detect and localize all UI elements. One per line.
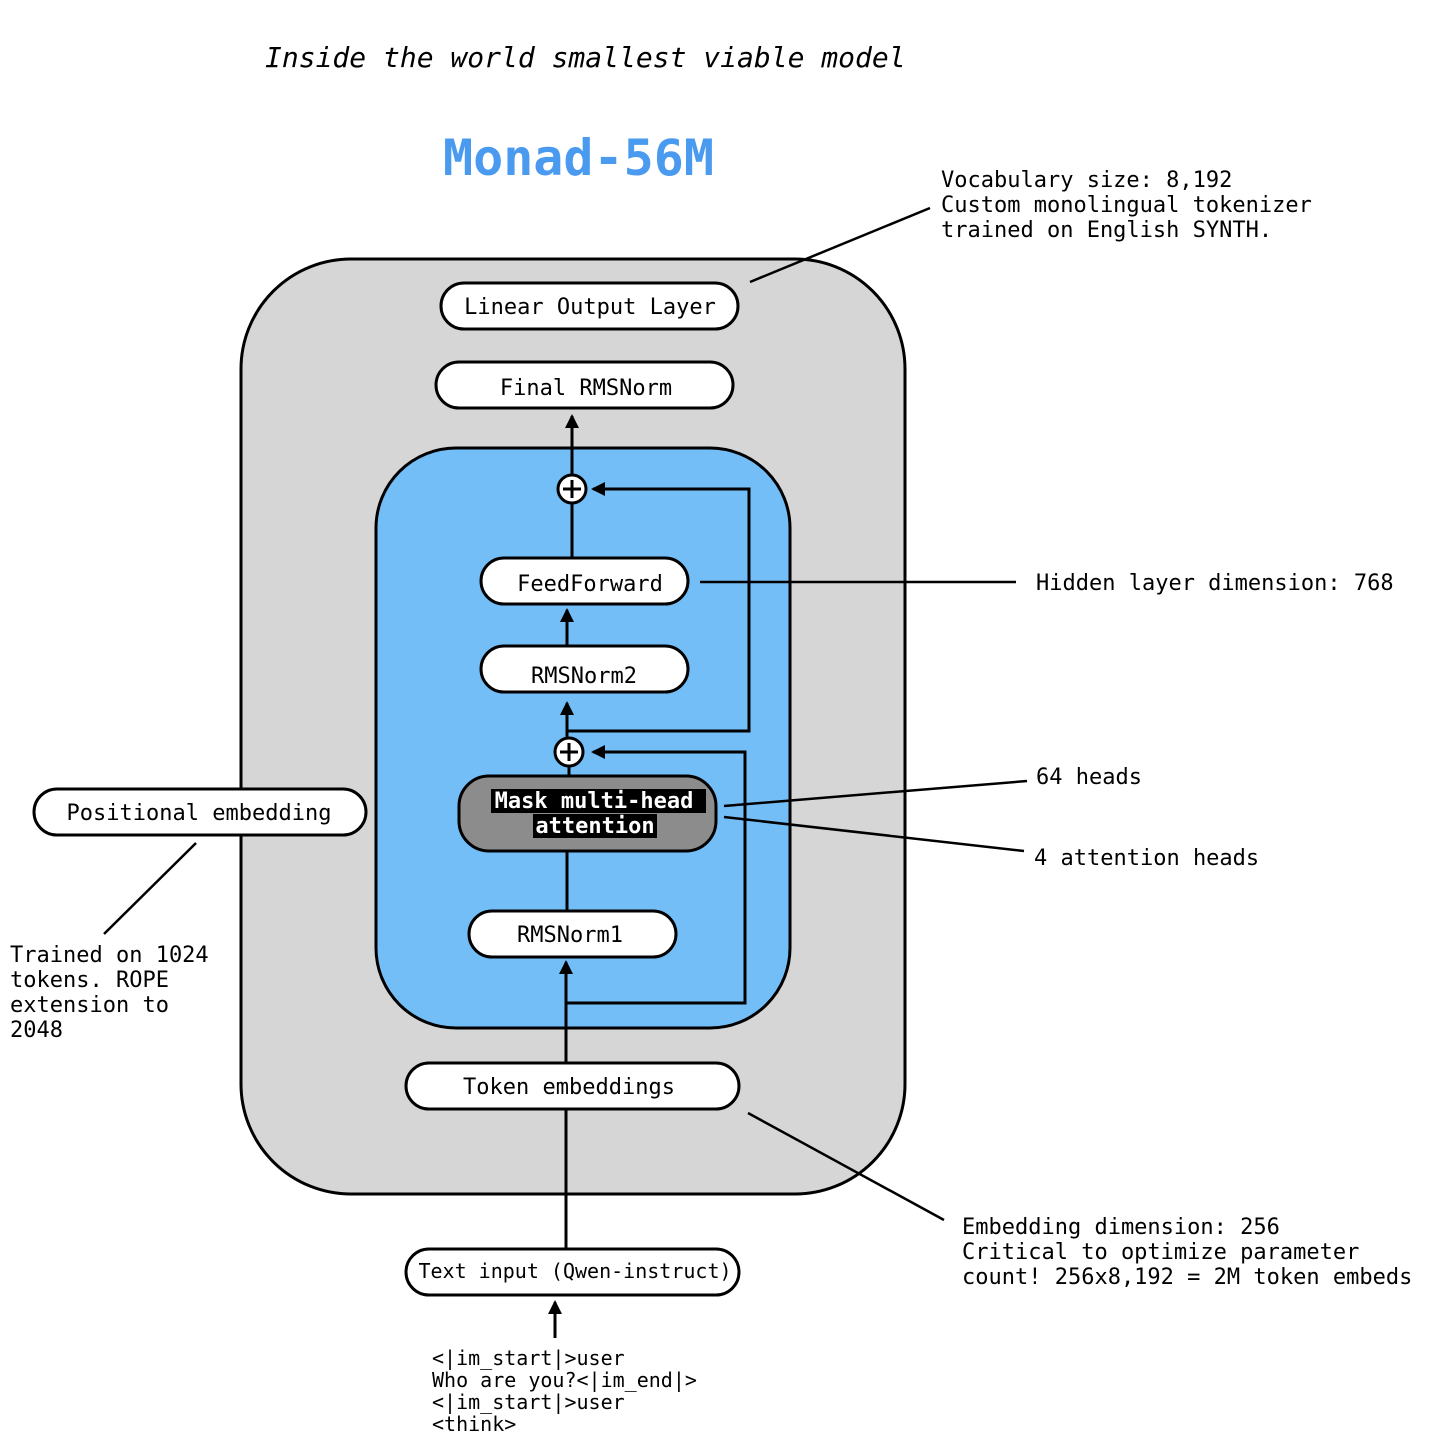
positional-embedding-block: Positional embedding — [32, 787, 368, 837]
heads-annotation: 64 heads — [1036, 765, 1142, 790]
residual-add-middle-icon — [553, 736, 585, 768]
positional-line: tokens. ROPE — [10, 968, 169, 993]
text-input-label: Text input (Qwen-instruct) — [418, 1259, 731, 1283]
attn-heads-callout-line — [723, 815, 1025, 853]
rmsnorm1-label: RMSNorm1 — [517, 923, 623, 948]
positional-line: extension to — [10, 993, 169, 1018]
vocab-line: Custom monolingual tokenizer — [941, 193, 1312, 218]
rmsnorm2-label: RMSNorm2 — [531, 664, 637, 689]
vocab-line: Vocabulary size: 8,192 — [941, 168, 1232, 193]
positional-line: 2048 — [10, 1018, 63, 1043]
prompt-line: Who are you?<|im_end|> — [432, 1368, 697, 1392]
residual-path-top — [567, 482, 751, 733]
rmsnorm1-block: RMSNorm1 — [467, 909, 678, 959]
residual-add-top-icon — [556, 473, 588, 505]
attn-heads-annotation: 4 attention heads — [1034, 846, 1259, 871]
diagram-subtitle: Inside the world smallest viable model — [265, 41, 906, 74]
vocab-line: trained on English SYNTH. — [941, 218, 1272, 243]
attention-label-line2: attention — [535, 814, 654, 839]
prompt-line: <|im_start|>user — [432, 1390, 625, 1414]
positional-line: Trained on 1024 — [10, 943, 209, 968]
positional-embedding-label: Positional embedding — [67, 801, 332, 826]
prompt-line: <|im_start|>user — [432, 1346, 625, 1370]
masked-attention-block: Mask multi-head attention — [457, 774, 718, 853]
embedding-callout-line — [747, 1111, 945, 1222]
hidden-dim-annotation: Hidden layer dimension: 768 — [1036, 571, 1394, 596]
prompt-example: <|im_start|>user Who are you?<|im_end|> … — [432, 1346, 697, 1436]
vocab-annotation: Vocabulary size: 8,192 Custom monolingua… — [941, 168, 1312, 243]
embedding-line: Critical to optimize parameter — [962, 1240, 1359, 1265]
rmsnorm2-block: RMSNorm2 — [479, 644, 690, 694]
token-embeddings-block: Token embeddings — [404, 1061, 741, 1111]
embedding-line: Embedding dimension: 256 — [962, 1215, 1280, 1240]
residual-path-bottom — [566, 745, 747, 1005]
feedforward-label: FeedForward — [517, 572, 663, 597]
linear-output-layer: Linear Output Layer — [439, 281, 740, 331]
transformer-block — [374, 446, 792, 1030]
feedforward-block: FeedForward — [479, 556, 690, 606]
embedding-line: count! 256x8,192 = 2M token embeds — [962, 1265, 1412, 1290]
vocab-callout-line — [749, 206, 931, 284]
embedding-annotation: Embedding dimension: 256 Critical to opt… — [962, 1215, 1412, 1290]
final-rmsnorm: Final RMSNorm — [434, 360, 735, 410]
token-embeddings-label: Token embeddings — [463, 1075, 675, 1100]
model-title: Monad-56M — [443, 129, 714, 187]
linear-output-label: Linear Output Layer — [464, 295, 716, 320]
text-input-block: Text input (Qwen-instruct) — [404, 1247, 741, 1297]
final-rmsnorm-label: Final RMSNorm — [500, 376, 672, 401]
positional-annotation: Trained on 1024 tokens. ROPE extension t… — [10, 943, 209, 1043]
heads-callout-line — [723, 779, 1028, 808]
attention-label-line1: Mask multi-head — [495, 789, 694, 814]
prompt-line: <think> — [432, 1412, 516, 1436]
positional-callout-line — [103, 842, 197, 935]
